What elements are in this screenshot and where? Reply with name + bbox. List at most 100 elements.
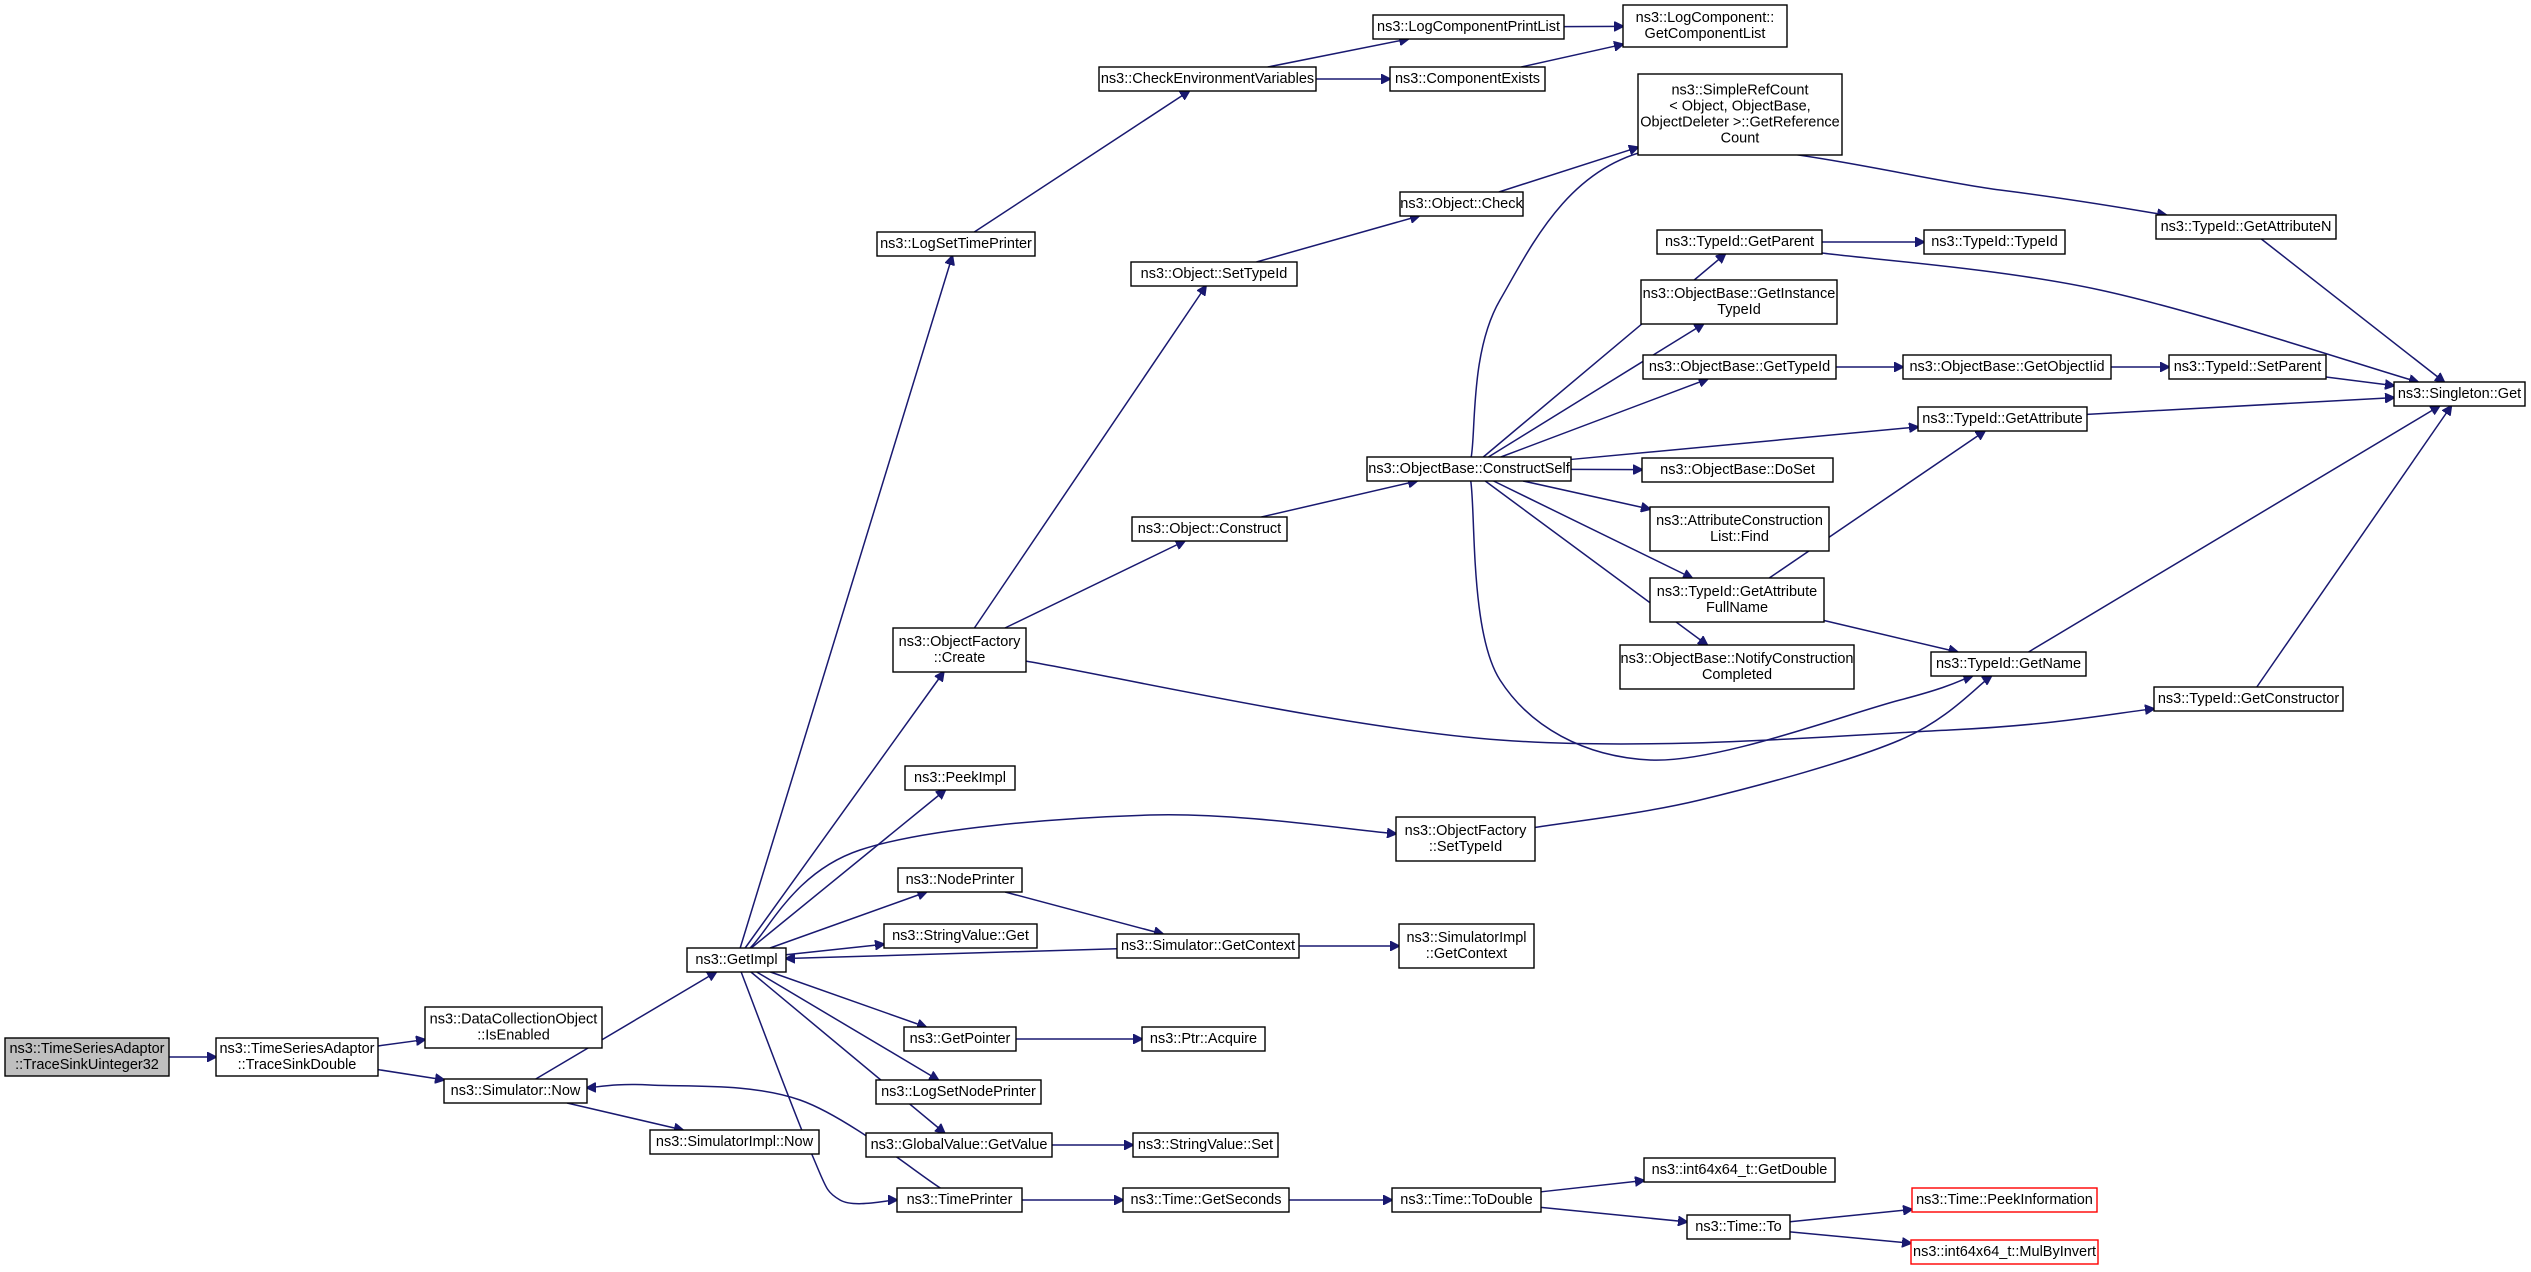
edge-get-impl-to-get-pointer <box>770 971 926 1027</box>
node-node-printer[interactable]: ns3::NodePrinter <box>897 867 1023 893</box>
node-object-factory-set-type-id[interactable]: ns3::ObjectFactory::SetTypeId <box>1395 816 1536 862</box>
edge-construct-self-to-attr-construction-find <box>1522 480 1650 509</box>
node-log-component-print-list[interactable]: ns3::LogComponentPrintList <box>1372 14 1565 40</box>
edge-typeid-get-name-to-singleton-get <box>2028 406 2440 653</box>
edge-construct-self-to-objectbase-get-typeid <box>1500 379 1708 458</box>
node-label: ns3::Time::To <box>1695 1219 1782 1235</box>
node-string-value-set[interactable]: ns3::StringValue::Set <box>1132 1132 1279 1158</box>
node-box <box>1649 506 1830 552</box>
node-typeid-set-parent[interactable]: ns3::TypeId::SetParent <box>2168 354 2327 380</box>
node-box <box>1637 73 1843 156</box>
node-label: ns3::ObjectBase::GetInstance <box>1643 286 1836 302</box>
node-singleton-get[interactable]: ns3::Singleton::Get <box>2393 381 2526 407</box>
node-simple-ref-count[interactable]: ns3::SimpleRefCount< Object, ObjectBase,… <box>1637 73 1843 156</box>
node-box <box>2393 381 2526 407</box>
node-box <box>875 1079 1042 1105</box>
node-int64x64-mul-by-invert[interactable]: ns3::int64x64_t::MulByInvert <box>1910 1239 2099 1265</box>
node-label: ns3::TypeId::GetAttribute <box>1922 411 2082 427</box>
node-object-check[interactable]: ns3::Object::Check <box>1399 191 1524 217</box>
node-box <box>903 1026 1017 1052</box>
node-object-construct[interactable]: ns3::Object::Construct <box>1131 516 1288 542</box>
node-trace-sink-uinteger32[interactable]: ns3::TimeSeriesAdaptor::TraceSinkUintege… <box>4 1037 170 1077</box>
edge-get-impl-to-time-printer <box>740 971 897 1204</box>
node-notify-construction-completed[interactable]: ns3::ObjectBase::NotifyConstructionCompl… <box>1619 644 1855 690</box>
node-label: ObjectDeleter >::GetReference <box>1640 115 1839 131</box>
node-label: ns3::SimpleRefCount <box>1671 83 1808 99</box>
node-label: ns3::CheckEnvironmentVariables <box>1101 71 1314 87</box>
node-time-to-double[interactable]: ns3::Time::ToDouble <box>1391 1187 1542 1213</box>
node-log-component-get-list[interactable]: ns3::LogComponent::GetComponentList <box>1622 4 1788 48</box>
node-time-to[interactable]: ns3::Time::To <box>1686 1214 1791 1240</box>
node-object-set-type-id[interactable]: ns3::Object::SetTypeId <box>1130 261 1298 287</box>
node-label: ns3::TypeId::SetParent <box>2174 359 2322 375</box>
node-label: ::Create <box>934 650 986 666</box>
node-check-env-vars[interactable]: ns3::CheckEnvironmentVariables <box>1098 66 1317 92</box>
node-label: ns3::Object::SetTypeId <box>1141 266 1288 282</box>
node-get-impl[interactable]: ns3::GetImpl <box>686 947 787 973</box>
node-label: ns3::LogSetTimePrinter <box>880 236 1032 252</box>
node-label: ns3::GetPointer <box>910 1031 1011 1047</box>
node-global-value-get-value[interactable]: ns3::GlobalValue::GetValue <box>865 1132 1053 1158</box>
node-label: ::TraceSinkDouble <box>238 1057 357 1073</box>
node-string-value-get[interactable]: ns3::StringValue::Get <box>883 923 1038 949</box>
node-box <box>1622 4 1788 48</box>
node-log-set-time-printer[interactable]: ns3::LogSetTimePrinter <box>876 231 1036 257</box>
node-typeid-get-constructor[interactable]: ns3::TypeId::GetConstructor <box>2153 686 2344 712</box>
node-box <box>1132 1132 1279 1158</box>
node-typeid-get-attribute[interactable]: ns3::TypeId::GetAttribute <box>1917 406 2088 432</box>
node-ptr-acquire[interactable]: ns3::Ptr::Acquire <box>1141 1026 1266 1052</box>
edge-typeid-get-attribute-full-name-to-typeid-get-attribute <box>1768 431 1985 579</box>
node-box <box>904 765 1016 791</box>
edge-component-exists-to-log-component-get-list <box>1521 44 1623 68</box>
edge-construct-self-to-typeid-get-attribute-full-name <box>1493 480 1692 578</box>
node-trace-sink-double[interactable]: ns3::TimeSeriesAdaptor::TraceSinkDouble <box>215 1037 379 1077</box>
edge-construct-self-to-typeid-get-attribute <box>1570 427 1918 461</box>
edge-trace-sink-double-to-simulator-now <box>377 1068 444 1080</box>
node-box <box>1116 933 1300 959</box>
node-label: FullName <box>1706 600 1768 616</box>
node-label: ::IsEnabled <box>477 1028 550 1044</box>
node-simulatorimpl-get-context[interactable]: ns3::SimulatorImpl::GetContext <box>1398 923 1535 969</box>
node-construct-self[interactable]: ns3::ObjectBase::ConstructSelf <box>1366 456 1572 482</box>
node-label: ns3::Time::PeekInformation <box>1916 1192 2093 1208</box>
node-dco-is-enabled[interactable]: ns3::DataCollectionObject::IsEnabled <box>424 1006 603 1049</box>
node-label: ns3::Simulator::Now <box>451 1083 581 1099</box>
node-label: List::Find <box>1710 529 1769 545</box>
node-typeid-get-name[interactable]: ns3::TypeId::GetName <box>1930 651 2087 677</box>
node-time-peek-information[interactable]: ns3::Time::PeekInformation <box>1911 1187 2098 1213</box>
node-box <box>2155 214 2337 240</box>
node-typeid-typeid[interactable]: ns3::TypeId::TypeId <box>1923 229 2066 255</box>
node-component-exists[interactable]: ns3::ComponentExists <box>1389 66 1546 92</box>
node-int64x64-get-double[interactable]: ns3::int64x64_t::GetDouble <box>1643 1157 1836 1183</box>
node-box <box>1686 1214 1791 1240</box>
node-objectbase-get-typeid[interactable]: ns3::ObjectBase::GetTypeId <box>1642 354 1837 380</box>
edge-get-impl-to-object-factory-create <box>744 672 944 949</box>
node-box <box>686 947 787 973</box>
node-time-printer[interactable]: ns3::TimePrinter <box>896 1187 1023 1213</box>
node-box <box>215 1037 379 1077</box>
node-simulator-get-context[interactable]: ns3::Simulator::GetContext <box>1116 933 1300 959</box>
node-peek-impl[interactable]: ns3::PeekImpl <box>904 765 1016 791</box>
node-label: ns3::TypeId::GetConstructor <box>2158 691 2340 707</box>
node-simulator-now[interactable]: ns3::Simulator::Now <box>443 1078 588 1104</box>
node-box <box>2168 354 2327 380</box>
node-typeid-get-attribute-n[interactable]: ns3::TypeId::GetAttributeN <box>2155 214 2337 240</box>
node-objectbase-get-object-iid[interactable]: ns3::ObjectBase::GetObjectIid <box>1902 354 2112 380</box>
node-box <box>443 1078 588 1104</box>
node-label: GetComponentList <box>1645 26 1766 42</box>
node-label: ns3::ObjectBase::GetObjectIid <box>1909 359 2104 375</box>
node-box <box>1643 1157 1836 1183</box>
node-log-set-node-printer[interactable]: ns3::LogSetNodePrinter <box>875 1079 1042 1105</box>
node-typeid-get-parent[interactable]: ns3::TypeId::GetParent <box>1656 229 1823 255</box>
node-label: ns3::Object::Construct <box>1138 521 1281 537</box>
node-get-pointer[interactable]: ns3::GetPointer <box>903 1026 1017 1052</box>
node-box <box>1398 923 1535 969</box>
node-box <box>649 1129 820 1155</box>
node-time-get-seconds[interactable]: ns3::Time::GetSeconds <box>1122 1187 1290 1213</box>
node-simulatorimpl-now[interactable]: ns3::SimulatorImpl::Now <box>649 1129 820 1155</box>
node-objectbase-do-set[interactable]: ns3::ObjectBase::DoSet <box>1641 457 1834 483</box>
node-object-factory-create[interactable]: ns3::ObjectFactory::Create <box>892 627 1027 673</box>
